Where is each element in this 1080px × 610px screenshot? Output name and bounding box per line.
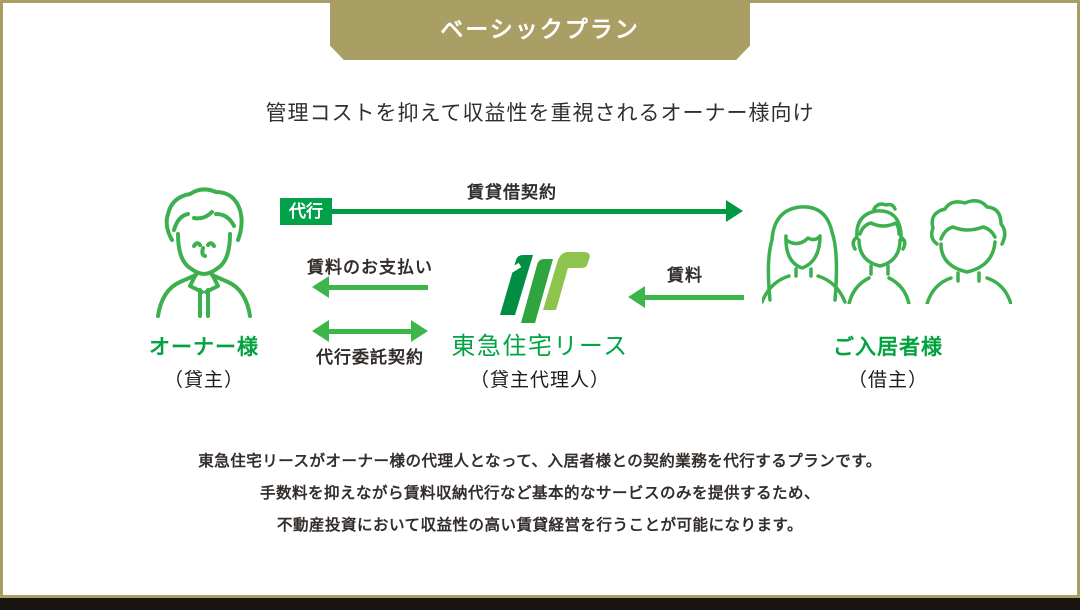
rent-payment-arrow — [312, 276, 428, 298]
plan-description: 東急住宅リースがオーナー様の代理人となって、入居者様との契約業務を代行するプラン… — [0, 446, 1080, 542]
agency-contract-arrow — [312, 320, 428, 342]
plan-tab: ベーシックプラン — [330, 0, 750, 60]
tenants-group-icon — [762, 196, 1012, 304]
rent-label: 賃料 — [667, 266, 703, 285]
arrow-shaft — [642, 295, 744, 300]
plan-tab-label: ベーシックプラン — [440, 16, 640, 42]
owner-name: オーナー様 — [149, 336, 259, 359]
tokyu-housing-lease-logo-icon — [488, 244, 592, 329]
company-name: 東急住宅リース — [451, 333, 629, 360]
arrow-head-left-icon — [312, 320, 329, 342]
plan-subtitle: 管理コストを抑えて収益性を重視されるオーナー様向け — [265, 101, 815, 125]
rent-payment-label: 賃料のお支払い — [307, 258, 433, 277]
arrow-head-right-icon — [726, 200, 743, 222]
arrow-shaft — [326, 285, 428, 290]
owner-person-icon — [144, 182, 264, 318]
lease-contract-arrow — [306, 200, 743, 222]
company-role: （貸主代理人） — [469, 370, 610, 391]
plan-description-line: 不動産投資において収益性の高い賃貸経営を行うことが可能になります。 — [277, 517, 803, 534]
rent-arrow — [628, 286, 744, 308]
owner-role: （貸主） — [163, 370, 244, 391]
tenants-role: （借主） — [847, 370, 928, 391]
tenants-name: ご入居者様 — [833, 336, 943, 359]
arrow-head-right-icon — [411, 320, 428, 342]
arrow-head-left-icon — [312, 276, 329, 298]
arrow-shaft — [306, 209, 729, 214]
plan-description-line: 手数料を抑えながら賃料収納代行など基本的なサービスのみを提供するため、 — [259, 485, 820, 502]
agency-contract-label: 代行委託契約 — [316, 348, 424, 367]
plan-description-line: 東急住宅リースがオーナー様の代理人となって、入居者様との契約業務を代行するプラン… — [198, 453, 882, 470]
agency-badge: 代行 — [280, 198, 332, 225]
arrow-head-left-icon — [628, 286, 645, 308]
bottom-dark-strip — [0, 598, 1080, 610]
lease-contract-label: 賃貸借契約 — [467, 183, 557, 202]
arrow-shaft — [326, 329, 414, 334]
